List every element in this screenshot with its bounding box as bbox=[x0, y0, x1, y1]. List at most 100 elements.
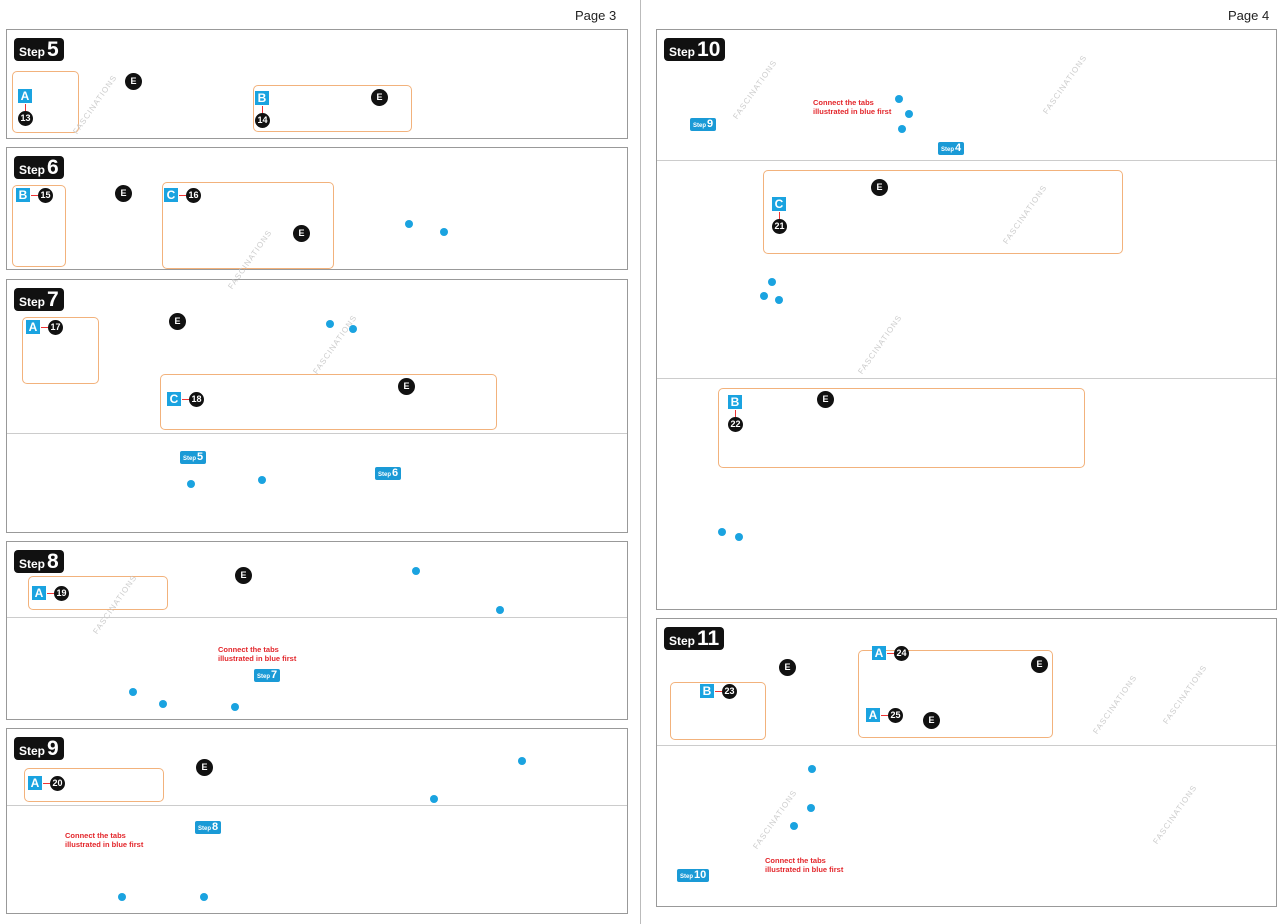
canopy-part bbox=[913, 668, 983, 684]
blue-tab-dot bbox=[118, 893, 126, 901]
blue-tab-dot bbox=[440, 228, 448, 236]
glue-point-e-marker: E bbox=[1030, 655, 1049, 674]
callout-connector bbox=[43, 783, 50, 784]
part-sheet-letter: B bbox=[16, 188, 30, 202]
step-reference-number: 5 bbox=[197, 451, 204, 463]
step-panel-10 bbox=[656, 29, 1277, 610]
part-sheet-letter: A bbox=[26, 320, 40, 334]
aircraft-assembly-illustration bbox=[695, 240, 955, 370]
callout-connector bbox=[779, 212, 780, 219]
panel-divider bbox=[657, 378, 1276, 379]
tail-fin-part bbox=[918, 185, 968, 240]
part-number: 13 bbox=[18, 111, 33, 126]
glue-point-e-marker: E bbox=[370, 88, 389, 107]
aircraft-assembly-illustration bbox=[672, 460, 932, 595]
next-arrow bbox=[148, 96, 170, 108]
step-word: Step bbox=[19, 295, 46, 309]
panel-divider bbox=[7, 433, 627, 434]
part-group-box bbox=[763, 170, 1123, 254]
part-number: 25 bbox=[888, 708, 903, 723]
blue-tab-dot bbox=[430, 795, 438, 803]
part-group-box bbox=[28, 576, 168, 610]
callout-connector bbox=[179, 195, 186, 196]
blue-tab-dot bbox=[200, 893, 208, 901]
blue-tab-dot bbox=[258, 476, 266, 484]
blue-tab-dot bbox=[790, 822, 798, 830]
callout-connector bbox=[715, 691, 722, 692]
step-number: 8 bbox=[47, 550, 59, 573]
aircraft-assembly-illustration bbox=[360, 625, 555, 705]
tail-fin-red bbox=[800, 405, 855, 457]
blue-tab-dot bbox=[349, 325, 357, 333]
next-arrow bbox=[505, 96, 527, 108]
aircraft-assembly-illustration bbox=[75, 625, 275, 715]
fuselage-cylinder-part bbox=[446, 82, 494, 120]
glue-point-e-marker: E bbox=[124, 72, 143, 91]
callout-connector bbox=[735, 410, 736, 417]
step-panel-8 bbox=[6, 541, 628, 720]
blue-tab-dot bbox=[807, 804, 815, 812]
glue-point-e-marker: E bbox=[870, 178, 889, 197]
note-line: illustrated in blue first bbox=[765, 865, 844, 874]
glue-point-e-marker: E bbox=[397, 377, 416, 396]
note-line: Connect the tabs bbox=[65, 831, 126, 840]
tail-fin-part bbox=[872, 405, 927, 455]
callout-connector bbox=[31, 195, 38, 196]
part-number: 21 bbox=[772, 219, 787, 234]
flat-part-sheet bbox=[748, 397, 784, 462]
step-number: 10 bbox=[697, 38, 721, 61]
aircraft-assembly-illustration bbox=[988, 465, 1248, 585]
glue-point-e-marker: E bbox=[292, 224, 311, 243]
wing-part bbox=[68, 200, 138, 245]
wing-part bbox=[110, 330, 210, 360]
blue-tab-dot bbox=[898, 125, 906, 133]
glue-point-e-marker: E bbox=[778, 658, 797, 677]
callout-connector bbox=[887, 653, 894, 654]
part-sheet-letter: A bbox=[32, 586, 46, 600]
panel-divider bbox=[7, 805, 627, 806]
part-sheet-letter: A bbox=[28, 776, 42, 790]
next-arrow bbox=[1000, 427, 1022, 439]
step-word: Step bbox=[941, 147, 955, 153]
step-number: 5 bbox=[47, 38, 59, 61]
aircraft-assembly-illustration bbox=[1005, 45, 1270, 155]
next-arrow bbox=[1046, 211, 1068, 223]
tail-fin-part bbox=[952, 405, 997, 455]
flat-part-sheet bbox=[35, 77, 71, 129]
part-number: 24 bbox=[894, 646, 909, 661]
part-sheet-letter: B bbox=[255, 91, 269, 105]
glue-point-e-marker: E bbox=[168, 312, 187, 331]
part-sheet-letter: C bbox=[772, 197, 786, 211]
flat-part-sheet bbox=[32, 330, 92, 380]
step-word: Step bbox=[669, 45, 696, 59]
step-reference-number: 6 bbox=[392, 467, 399, 479]
part-sheet-letter: B bbox=[728, 395, 742, 409]
blue-tab-dot bbox=[496, 606, 504, 614]
step-word: Step bbox=[693, 123, 707, 129]
aircraft-assembly-illustration bbox=[440, 320, 615, 370]
blue-tab-dot bbox=[412, 567, 420, 575]
spine-part-red bbox=[172, 760, 282, 795]
fuselage-cylinder-part bbox=[1180, 660, 1270, 725]
blue-tab-dot bbox=[326, 320, 334, 328]
part-sheet-letter: A bbox=[872, 646, 886, 660]
next-arrow bbox=[958, 300, 980, 312]
panel-divider bbox=[657, 160, 1276, 161]
flat-part-sheet bbox=[790, 175, 830, 245]
part-number: 14 bbox=[255, 113, 270, 128]
blue-tab-dot bbox=[159, 700, 167, 708]
part-group-box bbox=[24, 768, 164, 802]
part-sheet-letter: A bbox=[18, 89, 32, 103]
aircraft-assembly-illustration bbox=[65, 812, 275, 907]
glue-point-e-marker: E bbox=[114, 184, 133, 203]
part-sheet-letter: C bbox=[167, 392, 181, 406]
part-number: 18 bbox=[189, 392, 204, 407]
